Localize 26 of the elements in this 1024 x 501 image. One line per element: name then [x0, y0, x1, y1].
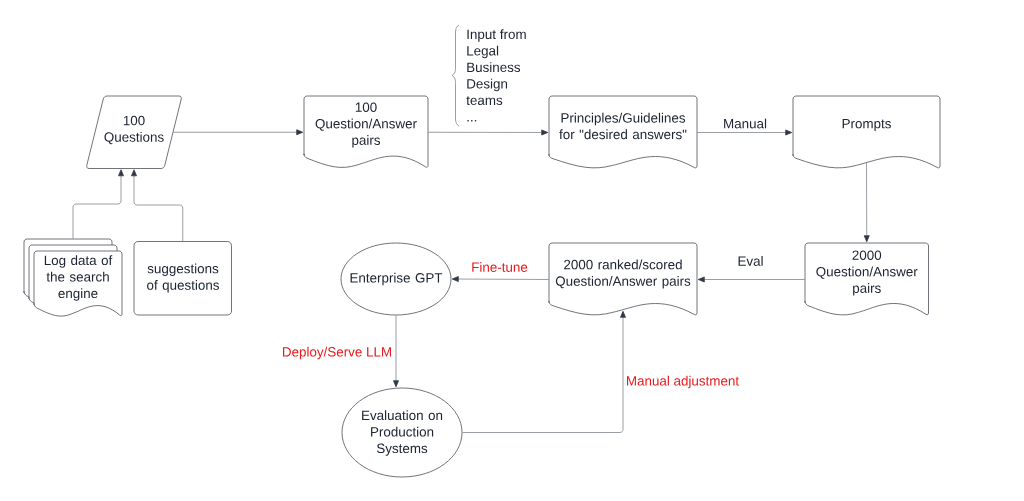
edge-label: Eval	[736, 255, 765, 267]
arrow	[696, 129, 793, 136]
arrow	[451, 276, 550, 282]
arrow	[393, 314, 399, 388]
arrow	[427, 129, 549, 136]
ellipse-node: Enterprise GPT	[340, 242, 452, 316]
document-box: Principles/Guidelines for "desired answers"	[548, 95, 698, 169]
document-stack: Log data of the search engine	[23, 238, 123, 317]
edge-label: Manual	[722, 117, 768, 130]
edge-label: Manual adjustment	[624, 374, 741, 390]
ellipse-node: Evaluation on Production Systems	[341, 387, 463, 478]
process-box: suggestions of questions	[133, 241, 232, 316]
parallelogram-box: 100 Questions	[86, 95, 182, 169]
edge-label: Fine-tune	[470, 261, 529, 273]
document-box: Prompts	[792, 95, 941, 169]
document-box: 2000 ranked/scored Question/Answer pairs	[548, 242, 698, 316]
arrow	[863, 162, 870, 243]
document-box: 100 Question/Answer pairs	[303, 95, 429, 168]
arrow	[697, 276, 806, 283]
edge-label: Input from Legal Business Design teams ...	[466, 29, 526, 122]
arrow	[461, 310, 626, 433]
edge-label: Deploy/Serve LLM	[280, 345, 394, 361]
arrow	[172, 129, 304, 136]
arrow	[72, 169, 124, 240]
arrow	[131, 169, 184, 242]
document-box: 2000 Question/Answer pairs	[804, 242, 929, 316]
